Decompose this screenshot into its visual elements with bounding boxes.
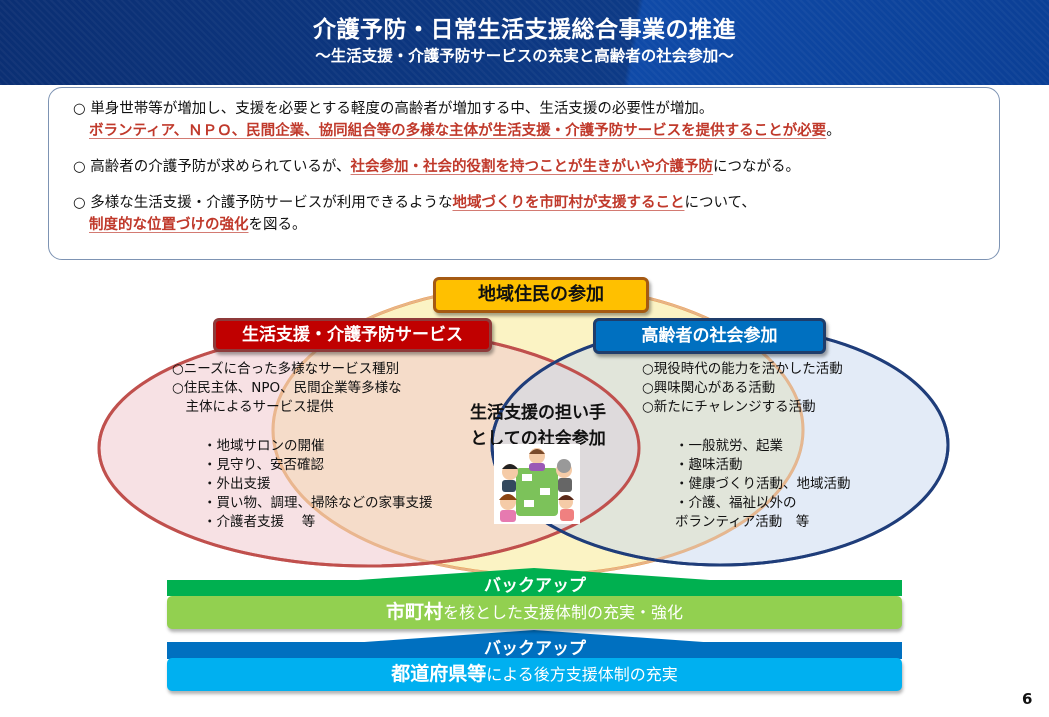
- service-example: ・外出支援: [203, 476, 271, 492]
- point-highlight: 地域づくりを市町村が支援すること: [452, 195, 685, 211]
- page-number: 6: [1022, 690, 1033, 708]
- point-text: について、: [684, 195, 756, 211]
- senior-points: ○現役時代の能力を活かした活動 ○興味関心がある活動 ○新たにチャレンジする活動: [642, 360, 843, 417]
- service-point: ○住民主体、NPO、民間企業等多様な: [172, 380, 402, 396]
- bar-bold-text: 市町村: [385, 601, 443, 623]
- bar-text: を核とした支援体制の充実・強化: [443, 603, 684, 622]
- service-example: ・介護者支援 等: [203, 514, 316, 530]
- bullet-circle-icon: ○: [73, 159, 86, 175]
- bar-bold-text: 都道府県等: [391, 663, 487, 685]
- summary-box: ○ 単身世帯等が増加し、支援を必要とする軽度の高齢者が増加する中、生活支援の必要…: [48, 87, 1000, 260]
- summary-point-2: ○ 高齢者の介護予防が求められているが、社会参加・社会的役割を持つことが生きがい…: [73, 156, 999, 178]
- municipal-support-bar: 市町村を核とした支援体制の充実・強化: [167, 596, 902, 629]
- senior-examples: ・一般就労、起業 ・趣味活動 ・健康づくり活動、地域活動 ・介護、福祉以外の ボ…: [675, 437, 851, 532]
- community-participation-tag: 地域住民の参加: [433, 277, 649, 313]
- point-highlight: ボランティア、ＮＰＯ、民間企業、協同組合等の多様な主体が生活支援・介護予防サービ…: [89, 123, 827, 139]
- service-example: ・地域サロンの開催: [203, 438, 325, 454]
- senior-participation-tag: 高齢者の社会参加: [593, 318, 826, 354]
- senior-example: ・一般就労、起業: [675, 438, 783, 454]
- point-text: 単身世帯等が増加し、支援を必要とする軽度の高齢者が増加する中、生活支援の必要性が…: [90, 101, 714, 117]
- backup-label-1: バックアップ: [484, 576, 586, 596]
- senior-point: ○現役時代の能力を活かした活動: [642, 361, 843, 377]
- service-example: ・見守り、安否確認: [203, 457, 324, 473]
- slide-header: 介護予防・日常生活支援総合事業の推進 ～生活支援・介護予防サービスの充実と高齢者…: [0, 0, 1049, 85]
- bar-text: による後方支援体制の充実: [486, 665, 678, 684]
- senior-point: ○興味関心がある活動: [642, 380, 776, 396]
- point-highlight: 社会参加・社会的役割を持つことが生きがいや介護予防: [350, 159, 714, 175]
- point-highlight: 制度的な位置づけの強化: [89, 217, 249, 233]
- senior-example: ・健康づくり活動、地域活動: [675, 476, 851, 492]
- summary-point-1: ○ 単身世帯等が増加し、支援を必要とする軽度の高齢者が増加する中、生活支援の必要…: [73, 98, 999, 142]
- service-examples: ・地域サロンの開催 ・見守り、安否確認 ・外出支援 ・買い物、調理、掃除などの家…: [203, 437, 433, 532]
- summary-point-3: ○ 多様な生活支援・介護予防サービスが利用できるような地域づくりを市町村が支援す…: [73, 192, 999, 236]
- point-text: につながる。: [713, 159, 801, 175]
- backup-label-2: バックアップ: [484, 639, 586, 659]
- senior-example: ボランティア活動 等: [675, 514, 810, 530]
- point-text: 高齢者の介護予防が求められているが、: [90, 159, 351, 175]
- center-label-line: 生活支援の担い手: [470, 403, 606, 423]
- senior-example: ・介護、福祉以外の: [675, 495, 797, 511]
- senior-example: ・趣味活動: [675, 457, 743, 473]
- senior-point: ○新たにチャレンジする活動: [642, 399, 816, 415]
- slide-subtitle: ～生活支援・介護予防サービスの充実と高齢者の社会参加～: [315, 47, 734, 65]
- prefecture-support-bar: 都道府県等による後方支援体制の充実: [167, 658, 902, 691]
- service-points: ○ニーズに合った多様なサービス種別 ○住民主体、NPO、民間企業等多様な 主体に…: [172, 360, 402, 417]
- point-text: を図る。: [248, 217, 307, 233]
- meeting-illustration-icon: [494, 444, 580, 524]
- point-text: 多様な生活支援・介護予防サービスが利用できるような: [90, 195, 453, 211]
- service-tag: 生活支援・介護予防サービス: [213, 318, 492, 352]
- slide-title: 介護予防・日常生活支援総合事業の推進: [313, 17, 736, 43]
- service-point: ○ニーズに合った多様なサービス種別: [172, 361, 400, 377]
- service-point: 主体によるサービス提供: [172, 399, 334, 415]
- point-text: 。: [826, 123, 841, 139]
- bullet-circle-icon: ○: [73, 195, 86, 211]
- bullet-circle-icon: ○: [73, 101, 86, 117]
- service-example: ・買い物、調理、掃除などの家事支援: [203, 495, 433, 511]
